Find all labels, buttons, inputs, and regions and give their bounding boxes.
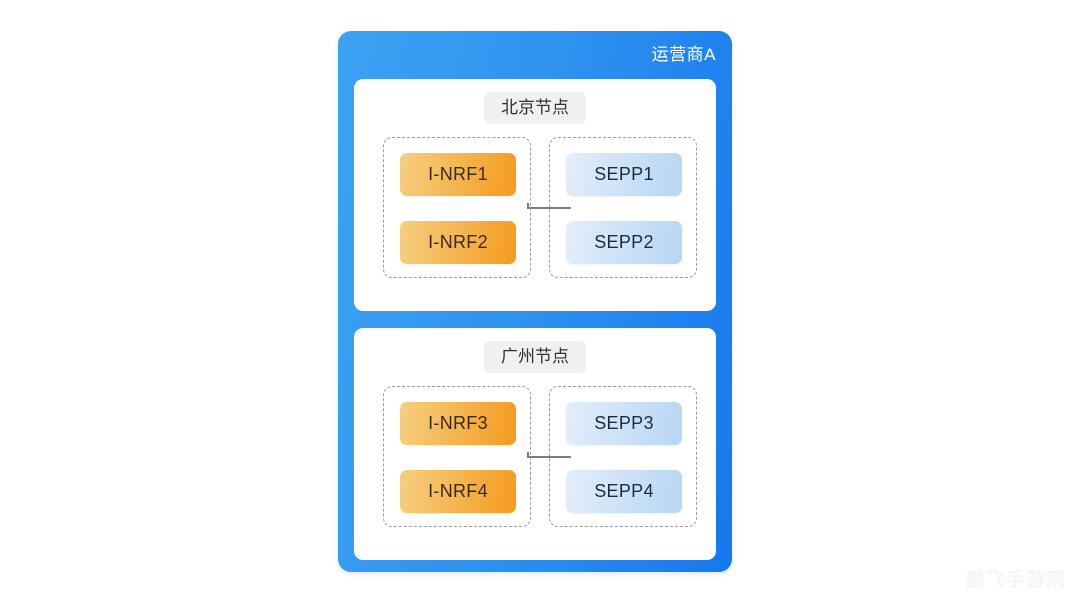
node-title-badge-beijing: 北京节点 <box>484 92 586 124</box>
nrf-box: I-NRF2 <box>400 221 516 264</box>
nrf-box: I-NRF4 <box>400 470 516 513</box>
sepp-box: SEPP2 <box>566 221 682 264</box>
nrf-group-beijing: I-NRF1 I-NRF2 <box>383 137 531 278</box>
watermark: 鹏飞手游网 <box>965 570 1066 591</box>
node-title-badge-guangzhou: 广州节点 <box>484 341 586 373</box>
node-title-wrap-beijing: 北京节点 <box>354 92 716 124</box>
sepp-group-guangzhou: SEPP3 SEPP4 <box>549 386 697 527</box>
sepp-box: SEPP3 <box>566 402 682 445</box>
nrf-group-guangzhou: I-NRF3 I-NRF4 <box>383 386 531 527</box>
operator-container: 运营商A 北京节点 I-NRF1 I-NRF2 SEPP1 SEPP2 广州节点… <box>338 31 732 572</box>
sepp-group-beijing: SEPP1 SEPP2 <box>549 137 697 278</box>
node-title-wrap-guangzhou: 广州节点 <box>354 341 716 373</box>
nrf-box: I-NRF3 <box>400 402 516 445</box>
sepp-box: SEPP1 <box>566 153 682 196</box>
node-panel-beijing: 北京节点 I-NRF1 I-NRF2 SEPP1 SEPP2 <box>354 79 716 311</box>
sepp-box: SEPP4 <box>566 470 682 513</box>
node-panel-guangzhou: 广州节点 I-NRF3 I-NRF4 SEPP3 SEPP4 <box>354 328 716 560</box>
nrf-box: I-NRF1 <box>400 153 516 196</box>
operator-title: 运营商A <box>651 45 716 64</box>
